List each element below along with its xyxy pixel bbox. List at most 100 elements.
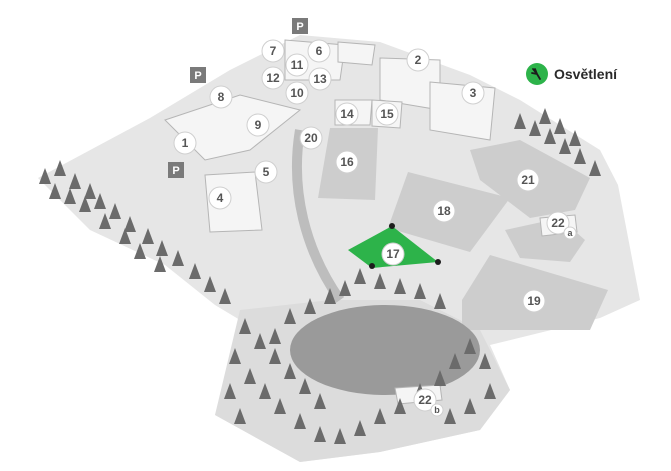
map-marker-16[interactable]: 16: [335, 150, 359, 174]
tree-icon: [354, 268, 366, 284]
marker-sub-label: a: [567, 228, 573, 238]
marker-label: 22: [418, 393, 432, 407]
marker-label: 2: [415, 53, 422, 67]
tree-icon: [134, 243, 146, 259]
tree-icon: [559, 138, 571, 154]
map-marker-19[interactable]: 19: [522, 289, 546, 313]
marker-label: 10: [290, 86, 304, 100]
tree-icon: [574, 148, 586, 164]
map-marker-9[interactable]: 9: [246, 113, 270, 137]
map-marker-12[interactable]: 12: [261, 66, 285, 90]
marker-circle: [381, 242, 405, 266]
floodlight-icon: [369, 263, 375, 269]
tree-icon: [244, 368, 256, 384]
map-marker-22b[interactable]: 22b: [413, 388, 444, 417]
floodlight-glyph: [531, 68, 541, 80]
marker-circle: [285, 53, 309, 77]
tree-icon: [449, 353, 461, 369]
tree-icon: [539, 108, 551, 124]
map-marker-6[interactable]: 6: [307, 39, 331, 63]
marker-label: 21: [521, 173, 535, 187]
tree-icon: [479, 353, 491, 369]
map-marker-4[interactable]: 4: [208, 186, 232, 210]
tree-icon: [234, 408, 246, 424]
tree-icon: [94, 193, 106, 209]
tree-icon: [124, 216, 136, 232]
tree-icon: [79, 196, 91, 212]
map-marker-3[interactable]: 3: [461, 81, 485, 105]
map-marker-18[interactable]: 18: [432, 199, 456, 223]
tree-icon: [109, 203, 121, 219]
tree-icon: [394, 398, 406, 414]
marker-label: 20: [304, 131, 318, 145]
marker-circle: [308, 67, 332, 91]
tree-icon: [69, 173, 81, 189]
tree-icon: [84, 183, 96, 199]
map-marker-7[interactable]: 7: [261, 39, 285, 63]
marker-label: 11: [291, 58, 304, 72]
map-marker-1[interactable]: 1: [173, 131, 197, 155]
map-marker-17[interactable]: 17: [381, 242, 405, 266]
tree-icon: [284, 308, 296, 324]
marker-circle: [375, 102, 399, 126]
marker-circle: [261, 66, 285, 90]
tree-icon: [434, 370, 446, 386]
parking-sign-p2: P: [190, 67, 206, 83]
legend-lighting: Osvětlení: [526, 62, 617, 86]
tree-icon: [529, 120, 541, 136]
map-marker-13[interactable]: 13: [308, 67, 332, 91]
marker-circle: [413, 388, 437, 412]
svg-text:P: P: [172, 165, 179, 177]
tree-icon: [239, 318, 251, 334]
marker-label: 8: [218, 90, 225, 104]
tree-icon: [464, 398, 476, 414]
floodlight-markers: [369, 223, 441, 269]
floodlight-icon: [389, 223, 395, 229]
tree-icon: [269, 348, 281, 364]
tree-icon: [294, 413, 306, 429]
tree-icon: [99, 213, 111, 229]
tree-icon: [156, 240, 168, 256]
map-marker-8[interactable]: 8: [209, 85, 233, 109]
tree-icon: [259, 383, 271, 399]
tree-icon: [189, 263, 201, 279]
path-road: [291, 129, 345, 303]
tree-icon: [554, 118, 566, 134]
marker-label: 14: [340, 107, 354, 121]
marker-label: 19: [527, 294, 541, 308]
svg-text:P: P: [296, 21, 303, 33]
map-marker-11[interactable]: 11: [285, 53, 309, 77]
map-marker-10[interactable]: 10: [285, 81, 309, 105]
map-marker-15[interactable]: 15: [375, 102, 399, 126]
tree-icon: [154, 256, 166, 272]
map-marker-21[interactable]: 21: [516, 168, 540, 192]
tree-icon: [324, 288, 336, 304]
marker-label: 16: [340, 155, 354, 169]
tree-icon: [142, 228, 154, 244]
tree-icon: [484, 383, 496, 399]
map-marker-14[interactable]: 14: [335, 102, 359, 126]
map-marker-2[interactable]: 2: [406, 48, 430, 72]
tree-icon: [374, 273, 386, 289]
marker-circle: [522, 289, 546, 313]
map-marker-20[interactable]: 20: [299, 126, 323, 150]
tree-icon: [444, 408, 456, 424]
tree-icon: [54, 160, 66, 176]
tree-icon: [374, 408, 386, 424]
tree-icon: [589, 160, 601, 176]
tree-group: [39, 108, 601, 444]
tree-icon: [64, 188, 76, 204]
marker-sub-label: b: [434, 405, 440, 415]
marker-circle: [461, 81, 485, 105]
map-marker-22a[interactable]: 22a: [546, 211, 577, 240]
tree-icon: [254, 333, 266, 349]
marker-circle: [246, 113, 270, 137]
tree-icon: [314, 426, 326, 442]
map-marker-5[interactable]: 5: [254, 160, 278, 184]
marker-label: 9: [255, 118, 262, 132]
marker-label: 17: [386, 247, 400, 261]
tree-icon: [354, 420, 366, 436]
legend-label: Osvětlení: [554, 66, 618, 82]
tree-icon: [219, 288, 231, 304]
